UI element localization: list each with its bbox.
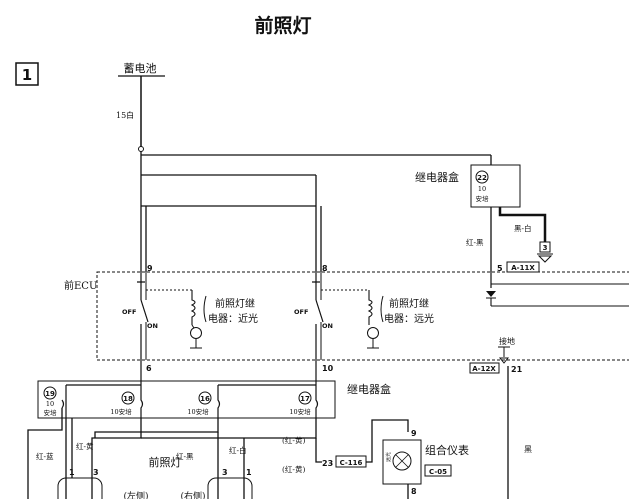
conn-a11x: A-11X bbox=[511, 264, 535, 272]
section-number: 1 bbox=[22, 66, 32, 84]
fuse-22-badge bbox=[475, 170, 489, 184]
wire-red-blue bbox=[27, 408, 63, 499]
fuse-19-amp: 安培 bbox=[44, 408, 58, 417]
wire-label-red-blue: 红-蓝 bbox=[36, 451, 54, 461]
fuse-17-element bbox=[315, 381, 319, 418]
fuse-18-amp: 10安培 bbox=[110, 407, 132, 416]
wire-label-black-white: 黑-白 bbox=[514, 223, 532, 233]
ground-wire-black-white bbox=[498, 207, 547, 242]
fuse-16-amp: 10安培 bbox=[187, 407, 209, 416]
front-ecu-label: 前ECU bbox=[64, 279, 97, 292]
low-relay-transistor bbox=[190, 327, 202, 339]
relay-box-label-bottom: 继电器盒 bbox=[347, 382, 391, 396]
high-relay-line2: 电器：远光 bbox=[384, 312, 434, 325]
fuse-18-element bbox=[140, 381, 144, 418]
high-relay-transistor bbox=[367, 327, 379, 339]
meter-pin-9: 9 bbox=[411, 429, 417, 438]
fuse-17-amp: 10安培 bbox=[289, 407, 311, 416]
headlamp-left bbox=[57, 477, 103, 499]
front-ecu-box bbox=[96, 271, 629, 361]
pin-9: 9 bbox=[147, 264, 153, 273]
conn-a12x-box bbox=[469, 362, 500, 374]
fuse-19-rating: 10 bbox=[46, 400, 54, 408]
wire-low-beam bbox=[91, 418, 142, 499]
lamp-left-pin-3: 3 bbox=[93, 468, 99, 477]
wire-label-black: 黑 bbox=[524, 445, 532, 454]
battery-label: 蓄电池 bbox=[124, 62, 157, 75]
pin-5: 5 bbox=[497, 264, 503, 273]
lamp-right-pin-3: 3 bbox=[222, 468, 228, 477]
pin-8: 8 bbox=[322, 264, 328, 273]
wire-label-red-black: 红-黑 bbox=[176, 451, 194, 461]
relay-box-bottom bbox=[37, 380, 336, 419]
fuse-19-number: 19 bbox=[45, 390, 55, 398]
section-number-box bbox=[15, 62, 39, 86]
fuse-18-number: 18 bbox=[123, 395, 133, 403]
low-off-label: OFF bbox=[122, 308, 136, 316]
wire-label-red-white: 红-白 bbox=[229, 445, 247, 455]
wire-label-red: 红-黄 bbox=[76, 441, 94, 451]
low-relay-coil bbox=[190, 290, 196, 325]
headlamp-right bbox=[207, 477, 253, 499]
pin-10: 10 bbox=[322, 364, 334, 373]
ground-label: 接地 bbox=[499, 336, 515, 346]
fuse-17-number: 17 bbox=[300, 395, 310, 403]
headlamp-label: 前照灯 bbox=[149, 455, 182, 469]
fuse-17-badge bbox=[298, 391, 312, 405]
fuse-19-element bbox=[61, 399, 65, 409]
lamp-right-pin-1: 1 bbox=[246, 468, 252, 477]
high-relay-line1: 前照灯继 bbox=[389, 297, 429, 310]
relay-box-label-top: 继电器盒 bbox=[415, 170, 459, 184]
fuse-22-amp: 安培 bbox=[476, 194, 490, 203]
fuse-16-badge bbox=[198, 391, 212, 405]
ground-symbol-top bbox=[537, 255, 553, 263]
fuse-19-badge bbox=[43, 386, 57, 400]
conn-a12x: A-12X bbox=[472, 365, 496, 373]
lamp-left-pin-1: 1 bbox=[69, 468, 75, 477]
conn-c05: C-05 bbox=[429, 468, 447, 476]
low-relay-switch bbox=[140, 299, 149, 323]
low-relay-line1: 前照灯继 bbox=[215, 297, 255, 310]
high-on-label: ON bbox=[322, 322, 333, 330]
headlamp-right-side: (右侧) bbox=[180, 490, 205, 499]
wire-label-red-black-top: 红-黑 bbox=[466, 237, 484, 247]
wire-label-15: 15白 bbox=[116, 110, 134, 120]
fuse-22-number: 22 bbox=[477, 174, 487, 182]
ecu-diode-symbol bbox=[486, 291, 496, 297]
fuse-18-badge bbox=[121, 391, 135, 405]
headlamp-left-side: (左侧) bbox=[123, 490, 148, 499]
low-relay-line2: 电器：近光 bbox=[208, 312, 258, 325]
conn-c116: C-116 bbox=[340, 459, 363, 467]
combo-meter-label: 组合仪表 bbox=[425, 443, 469, 457]
pin-23: 23 bbox=[322, 459, 333, 468]
wire-label-red-yellow-1: (红-黄) bbox=[282, 435, 305, 445]
high-relay-switch bbox=[315, 299, 324, 323]
diagram-title: 前照灯 bbox=[254, 14, 311, 37]
meter-lamp-text: 远光 bbox=[385, 452, 392, 462]
high-relay-coil bbox=[367, 290, 373, 325]
conn-a11x-box bbox=[506, 261, 540, 273]
wire-label-red-yellow-2: (红-黄) bbox=[282, 464, 305, 474]
conn-c05-box bbox=[424, 464, 452, 477]
meter-pin-8: 8 bbox=[411, 487, 417, 496]
fuse-16-number: 16 bbox=[200, 395, 210, 403]
low-on-label: ON bbox=[147, 322, 158, 330]
high-off-label: OFF bbox=[294, 308, 308, 316]
splice-point bbox=[138, 146, 144, 152]
fuse-22-rating: 10 bbox=[478, 185, 486, 193]
pin-6: 6 bbox=[146, 364, 152, 373]
ground-3-number: 3 bbox=[543, 244, 548, 252]
ground-3-box bbox=[539, 241, 551, 253]
fuse-16-element bbox=[217, 385, 221, 418]
pin-21: 21 bbox=[511, 365, 523, 374]
